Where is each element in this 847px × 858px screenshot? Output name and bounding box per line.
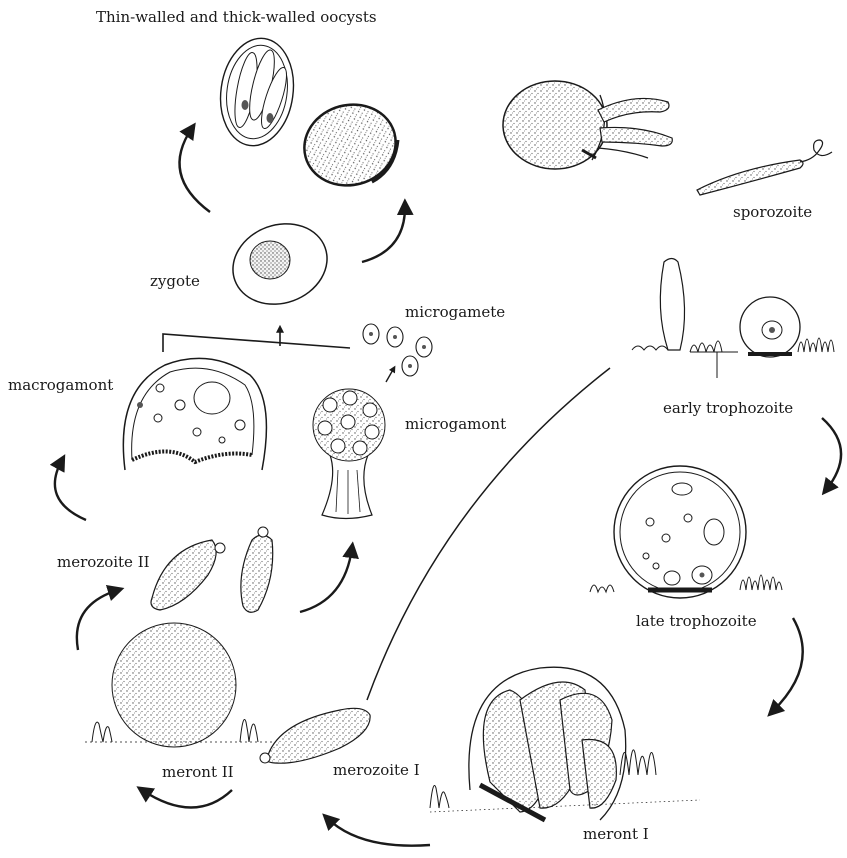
label-merozoite-1: merozoite I — [333, 763, 420, 778]
microgametes — [363, 324, 432, 376]
early-trophozoite-cell — [632, 259, 834, 379]
label-early-trophozoite: early trophozoite — [663, 401, 793, 416]
thick-walled-oocyst — [295, 94, 405, 195]
label-meront-2: meront II — [162, 765, 234, 780]
sporozoite-cell — [697, 140, 832, 195]
merozoite-2-cells — [151, 527, 273, 612]
diagram-title: Thin-walled and thick-walled oocysts — [96, 10, 377, 25]
label-microgamont: microgamont — [405, 417, 506, 432]
label-late-trophozoite: late trophozoite — [636, 614, 757, 629]
label-meront-1: meront I — [583, 827, 649, 842]
meront-1-cell — [430, 667, 700, 820]
label-microgamete: microgamete — [405, 305, 505, 320]
gamont-connector — [163, 334, 350, 352]
label-sporozoite: sporozoite — [733, 205, 812, 220]
label-merozoite-2: merozoite II — [57, 555, 150, 570]
excysting-oocyst — [503, 81, 672, 169]
late-trophozoite-cell — [590, 466, 782, 598]
microgamont-cell — [313, 389, 385, 519]
thin-walled-oocyst — [214, 34, 300, 151]
merozoite-1-cell — [260, 708, 370, 763]
label-macrogamont: macrogamont — [8, 378, 113, 393]
meront-2-cell — [85, 623, 275, 747]
macrogamont-cell — [123, 358, 266, 470]
label-zygote: zygote — [150, 274, 200, 289]
zygote-cell — [222, 211, 339, 317]
